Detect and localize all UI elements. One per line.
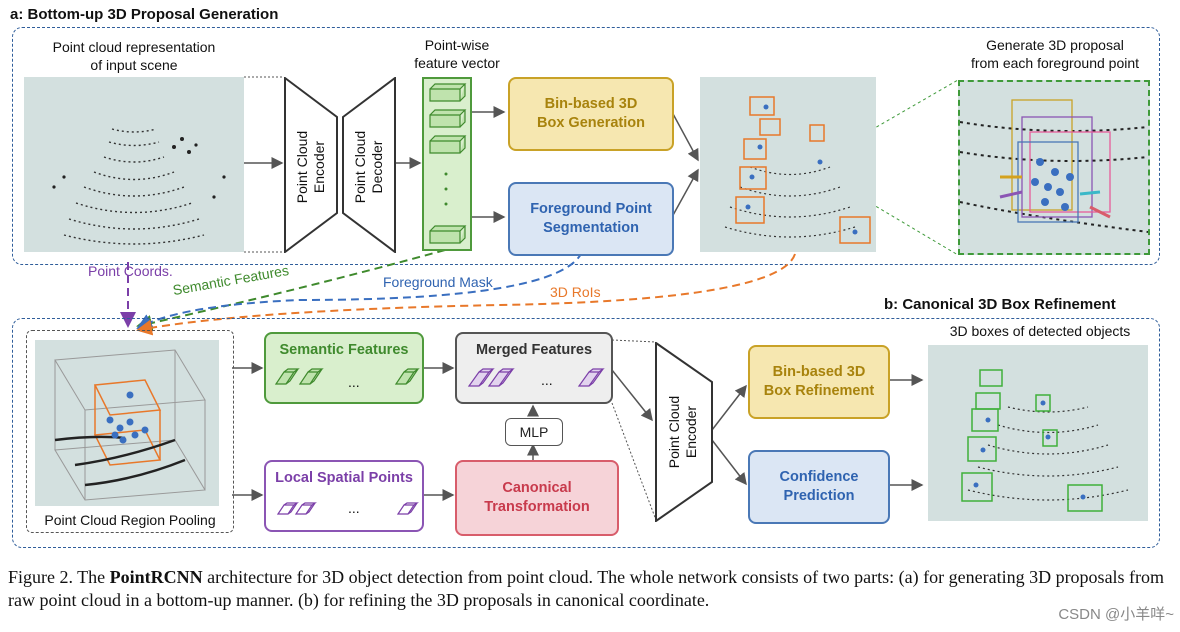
local-spatial-points-box: Local Spatial Points ...: [264, 460, 424, 532]
region-pooling-svg: [54, 349, 206, 501]
conf-line2: Prediction: [783, 488, 855, 504]
flow-3d-rois: [136, 253, 796, 336]
decoder-label-line1: Point Cloud: [352, 130, 368, 204]
arrow-encoder-refine: [711, 384, 747, 431]
merged-features-box: Merged Features ...: [455, 332, 613, 404]
input-scene-label: Point cloud representation of input scen…: [24, 38, 244, 74]
semantic-features-title: Semantic Features: [279, 342, 409, 358]
decoder-label-line2: Decoder: [369, 140, 385, 194]
foreground-segmentation-box: Foreground Point Segmentation: [508, 182, 674, 256]
detected-objects-image: [928, 345, 1148, 521]
caption-prefix: Figure 2. The: [8, 567, 110, 587]
canonical-transformation-box: Canonical Transformation: [455, 460, 619, 536]
input-point-cloud-svg: [52, 128, 226, 245]
canonical-line1: Canonical: [502, 480, 572, 496]
seg-line1: Foreground Point: [530, 201, 652, 217]
detected-objects-label: 3D boxes of detected objects: [949, 323, 1131, 339]
canonical-line2: Transformation: [484, 499, 590, 515]
region-pooling-label: Point Cloud Region Pooling: [44, 512, 216, 528]
arrow-encoder-conf: [711, 439, 747, 486]
local-spatial-points-title: Local Spatial Points: [275, 470, 413, 486]
seg-line2: Segmentation: [543, 220, 639, 236]
section-b-panel: [12, 318, 1160, 548]
section-b-title: b: Canonical 3D Box Refinement: [884, 296, 1116, 313]
point-cloud-decoder-label: Point Cloud Decoder: [352, 104, 386, 230]
merged-encoder-dotted-bottom: [611, 402, 657, 521]
feature-cubes: [429, 83, 467, 244]
proposal-label: Generate 3D proposal from each foregroun…: [950, 36, 1160, 72]
zoom-line-bottom: [839, 184, 959, 256]
point-cloud-encoder-label: Point Cloud Encoder: [294, 104, 328, 230]
caption-model-name: PointRCNN: [109, 567, 203, 587]
region-pooling-image: [35, 340, 219, 506]
refine-line1: Bin-based 3D: [772, 364, 866, 380]
proposals-svg: [724, 96, 871, 244]
mlp-label: MLP: [519, 423, 549, 440]
refine-encoder-label: Point Cloud Encoder: [666, 369, 700, 495]
input-scene-label-line1: Point cloud representation: [52, 39, 216, 55]
input-scene-label-line2: of input scene: [90, 57, 178, 73]
region-pooling-container: [26, 330, 234, 533]
refine-encoder-line2: Encoder: [683, 405, 699, 459]
figure-caption: Figure 2. The PointRCNN architecture for…: [8, 566, 1173, 612]
merged-cubes: [467, 368, 605, 387]
refine-encoder-shape: [655, 342, 713, 522]
local-cubes: [276, 502, 419, 515]
mlp-box: MLP: [505, 418, 563, 446]
arrow-merged-encoder: [611, 369, 653, 422]
flow-semantic-features: [136, 249, 446, 331]
rois-flow-label: 3D RoIs: [550, 284, 601, 300]
proposals-point-cloud-image: [700, 77, 876, 252]
zoomed-proposal-svg: [960, 99, 1148, 233]
merged-features-title: Merged Features: [475, 342, 593, 358]
feature-vector-label: Point-wise feature vector: [396, 36, 518, 72]
zoomed-proposal-image: [958, 80, 1150, 255]
caption-rest: architecture for 3D object detection fro…: [8, 567, 1165, 610]
feature-vector-label-line1: Point-wise: [424, 37, 490, 53]
proposal-label-line2: from each foreground point: [970, 55, 1140, 71]
flow-foreground-mask: [136, 251, 583, 329]
local-ellipsis: ...: [348, 500, 360, 516]
section-a-title: a: Bottom-up 3D Proposal Generation: [10, 6, 279, 23]
confidence-prediction-box: Confidence Prediction: [748, 450, 890, 524]
feature-vector-label-line2: feature vector: [414, 55, 500, 71]
box-gen-line1: Bin-based 3D: [544, 96, 638, 112]
bin-based-box-refinement-box: Bin-based 3D Box Refinement: [748, 345, 890, 419]
arrow-boxgen-proposals: [671, 111, 699, 162]
semantic-cubes: [274, 368, 420, 385]
encoder-label-line2: Encoder: [311, 140, 327, 194]
point-cloud-encoder-shape: [284, 77, 338, 253]
section-a-panel: [12, 27, 1160, 265]
refine-encoder-line1: Point Cloud: [666, 395, 682, 469]
merged-encoder-dotted-top: [611, 339, 657, 343]
arrow-seg-proposals: [671, 168, 699, 218]
zoom-line-top: [839, 79, 959, 149]
point-wise-feature-column: [422, 77, 472, 251]
conf-line1: Confidence: [779, 469, 859, 485]
refine-line2: Box Refinement: [763, 383, 875, 399]
point-cloud-decoder-shape: [342, 77, 396, 253]
semantic-ellipsis: ...: [348, 374, 360, 390]
box-gen-line2: Box Generation: [537, 115, 645, 131]
foreground-mask-flow-label: Foreground Mask: [383, 274, 493, 290]
point-coords-label: Point Coords.: [88, 263, 173, 279]
encoder-label-line1: Point Cloud: [294, 130, 310, 204]
bin-based-box-generation-box: Bin-based 3D Box Generation: [508, 77, 674, 151]
merged-ellipsis: ...: [541, 372, 553, 388]
semantic-features-box: Semantic Features ...: [264, 332, 424, 404]
proposal-label-line1: Generate 3D proposal: [986, 37, 1124, 53]
detected-objects-svg: [961, 369, 1129, 512]
input-point-cloud-image: [24, 77, 244, 252]
watermark: CSDN @小羊咩~: [1058, 606, 1174, 623]
